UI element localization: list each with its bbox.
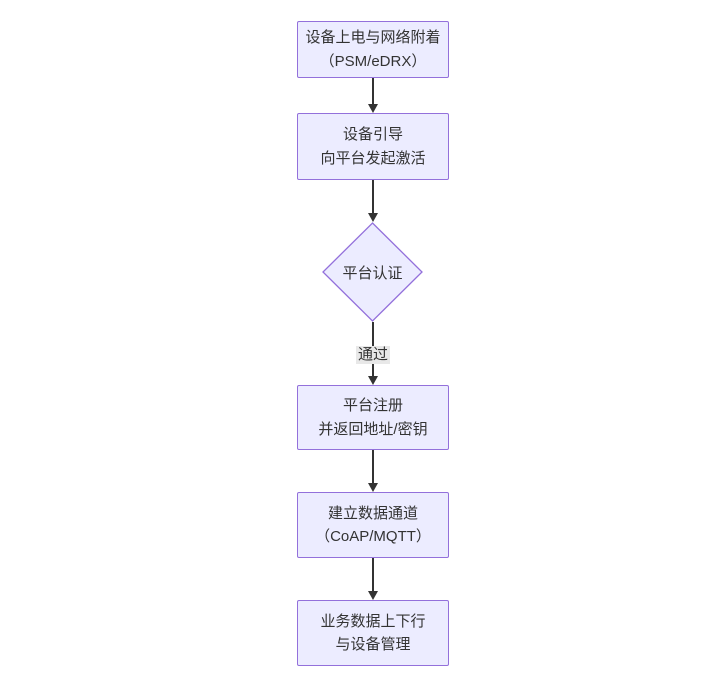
node-bootstrap: 设备引导 向平台发起激活 — [297, 113, 449, 180]
node-register: 平台注册 并返回地址/密钥 — [297, 385, 449, 450]
arrow-shaft — [372, 558, 374, 593]
node-platform-auth: 平台认证 — [322, 222, 423, 322]
arrow-channel-to-business — [367, 558, 379, 600]
edge-label-pass: 通过 — [355, 346, 391, 364]
node-business-line2: 与设备管理 — [335, 636, 411, 653]
node-register-line2: 并返回地址/密钥 — [318, 420, 428, 438]
arrowhead-down-icon — [368, 104, 378, 113]
arrow-power-to-bootstrap — [367, 78, 379, 113]
node-business: 业务数据上下行 与设备管理 — [297, 600, 449, 666]
node-register-line1: 平台注册 — [342, 397, 403, 415]
node-power-attach: 设备上电与网络附着 （PSM/eDRX） — [297, 21, 449, 78]
arrow-shaft — [372, 450, 374, 485]
node-bootstrap-line2: 向平台发起激活 — [320, 149, 426, 167]
node-power-attach-line2: （PSM/eDRX） — [319, 52, 427, 70]
arrow-bootstrap-to-auth — [367, 180, 379, 222]
arrowhead-down-icon — [368, 213, 378, 222]
arrow-shaft — [372, 78, 374, 106]
node-data-channel: 建立数据通道 （CoAP/MQTT） — [297, 492, 449, 558]
node-data-channel-line1: 建立数据通道 — [327, 504, 418, 522]
node-bootstrap-line1: 设备引导 — [342, 126, 403, 144]
arrowhead-down-icon — [368, 591, 378, 600]
arrowhead-down-icon — [368, 483, 378, 492]
decision-diamond-shape — [322, 222, 423, 322]
arrow-shaft — [372, 180, 374, 215]
node-data-channel-line2: （CoAP/MQTT） — [315, 528, 431, 545]
node-power-attach-line1: 设备上电与网络附着 — [305, 29, 441, 47]
arrowhead-down-icon — [368, 376, 378, 385]
node-platform-auth-label: 平台认证 — [342, 264, 403, 282]
node-business-line1: 业务数据上下行 — [320, 612, 426, 630]
arrow-register-to-channel — [367, 450, 379, 492]
